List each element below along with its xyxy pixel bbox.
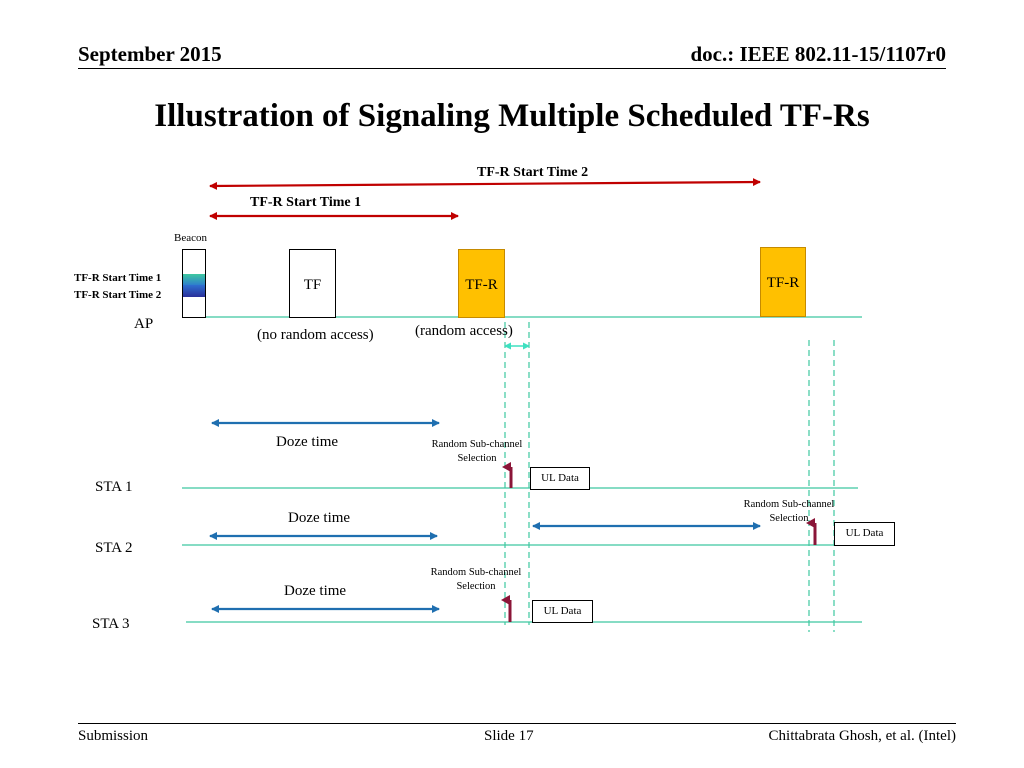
start-time-2-label: TF-R Start Time 2: [477, 165, 589, 180]
random-access-label: (random access): [415, 323, 513, 339]
sta1-random-subchannel-label: Random Sub-channel Selection: [420, 438, 534, 466]
tfr-frame-1: TF-R: [458, 249, 505, 318]
sta3-doze-label: Doze time: [284, 583, 347, 599]
start-time-2-arrow: [209, 178, 761, 190]
beacon-field-1-label: TF-R Start Time 1: [74, 272, 162, 284]
tf-frame: TF: [289, 249, 336, 318]
sta1-ul-data: UL Data: [530, 467, 590, 490]
beacon-field-2-label: TF-R Start Time 2: [74, 289, 162, 301]
header-doc-id: doc.: IEEE 802.11-15/1107r0: [690, 42, 946, 66]
sta3-ul-data: UL Data: [532, 600, 593, 623]
footer-divider: [78, 723, 956, 724]
beacon-frame: [182, 249, 206, 318]
footer-submission: Submission: [78, 728, 149, 744]
sta2-label: STA 2: [95, 540, 133, 556]
sta2-random-subchannel-line2: Selection: [769, 513, 809, 524]
tf-frame-label: TF: [303, 277, 322, 293]
slide-title: Illustration of Signaling Multiple Sched…: [154, 98, 870, 134]
sta3-random-subchannel-line1: Random Sub-channel: [430, 567, 522, 578]
start-time-1-label: TF-R Start Time 1: [250, 195, 362, 210]
sta1-doze-label: Doze time: [276, 434, 339, 450]
beacon-field-start-time-2: [183, 285, 205, 297]
no-random-access-label: (no random access): [257, 327, 374, 343]
sta2-ul-data: UL Data: [834, 522, 895, 546]
sta3-random-subchannel-label: Random Sub-channel Selection: [419, 566, 533, 594]
sta1-random-subchannel-line1: Random Sub-channel: [431, 439, 523, 450]
tfr-frame-1-label: TF-R: [465, 277, 498, 293]
tfr-frame-2: TF-R: [760, 247, 806, 317]
sta2-doze-label: Doze time: [288, 510, 351, 526]
ap-label: AP: [134, 316, 154, 332]
header-divider: [78, 68, 946, 69]
sta1-label: STA 1: [95, 479, 133, 495]
header-date: September 2015: [78, 42, 222, 66]
footer-author: Chittabrata Ghosh, et al. (Intel): [768, 728, 956, 744]
beacon-field-start-time-1: [183, 274, 205, 285]
sta3-random-subchannel-line2: Selection: [456, 581, 496, 592]
sta2-random-subchannel-label: Random Sub-channel Selection: [732, 498, 846, 526]
beacon-label: Beacon: [174, 232, 207, 244]
sta3-label: STA 3: [92, 616, 130, 632]
sta1-random-subchannel-line2: Selection: [457, 453, 497, 464]
tfr-frame-2-label: TF-R: [766, 275, 800, 291]
footer-slide-number: Slide 17: [484, 728, 534, 744]
sta2-random-subchannel-line1: Random Sub-channel: [743, 499, 835, 510]
